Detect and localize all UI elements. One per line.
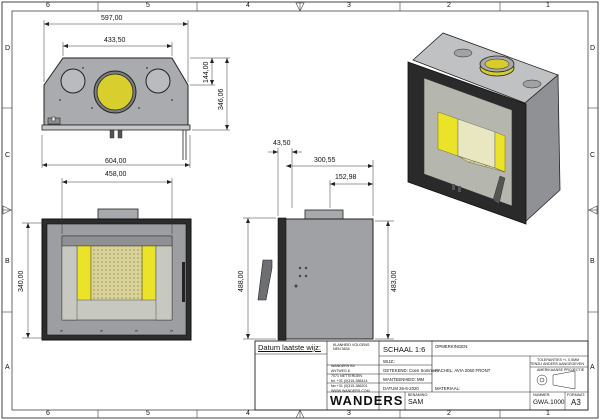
title-block bbox=[254, 340, 589, 411]
dimension-label: 597,00 bbox=[101, 15, 123, 22]
dimension-label: 144,00 bbox=[203, 61, 210, 83]
getekend-label: GETEKEND: Coen Sommers bbox=[383, 368, 439, 373]
dimension-label: 43,50 bbox=[273, 140, 291, 147]
opmerkingen-label: OPMERKINGEN: bbox=[435, 344, 469, 349]
dimension-label: 346,06 bbox=[218, 88, 225, 110]
company-line: fax +31 (0)315-386201 bbox=[331, 384, 368, 388]
front-firebox-right bbox=[141, 245, 157, 301]
materiaal-label: MATERIAAL: bbox=[435, 386, 461, 391]
iso-fire-left bbox=[437, 111, 459, 157]
zone-letter: D bbox=[590, 45, 596, 52]
front-handle bbox=[182, 262, 185, 302]
wijz-label: WIJZ.: bbox=[383, 359, 396, 364]
zone-number: 4 bbox=[246, 410, 250, 417]
zone-letter: A bbox=[590, 364, 595, 371]
top-view-rail bbox=[41, 124, 191, 131]
top-opening-left bbox=[60, 68, 86, 94]
dimension-label: 458,00 bbox=[105, 171, 127, 178]
zone-number: 1 bbox=[546, 410, 550, 417]
side-view bbox=[243, 148, 394, 341]
wanders-logo: WANDERS bbox=[330, 393, 404, 408]
flue-collar-inner bbox=[96, 73, 134, 111]
dimension-label: 300,55 bbox=[314, 157, 336, 164]
dimension-label: 604,00 bbox=[105, 158, 127, 165]
formaat-value: A3 bbox=[571, 398, 581, 407]
dimension-label: 488,00 bbox=[238, 270, 245, 292]
zone-number: 6 bbox=[46, 410, 50, 417]
scale-label: SCHAAL 1:6 bbox=[383, 345, 426, 354]
top-opening-right bbox=[145, 68, 171, 94]
side-handle bbox=[257, 259, 273, 301]
projection-label: AMERIKAANSE PROJECTIE bbox=[537, 368, 585, 372]
formaat-label: FORMAAT: bbox=[567, 393, 585, 397]
dimension-label: 433,50 bbox=[104, 37, 126, 44]
company-line: ANTWEG 8 bbox=[331, 369, 350, 373]
company-line: WWW.WANDERS.COM bbox=[331, 389, 370, 393]
front-side-left bbox=[61, 245, 78, 321]
benaming-value: SAM bbox=[408, 399, 424, 406]
top-view bbox=[41, 20, 230, 168]
dimension-label: 340,00 bbox=[18, 270, 25, 292]
side-front-plate bbox=[277, 217, 287, 341]
nummer-value: GWA.1000 bbox=[533, 399, 565, 406]
benaming-label: BENAMING: bbox=[408, 393, 429, 397]
zone-number: 5 bbox=[146, 2, 150, 9]
kachel-label: KACHEL: AVIA 2060 FRONT bbox=[435, 368, 491, 373]
zone-number: 3 bbox=[347, 410, 351, 417]
side-body bbox=[284, 218, 374, 340]
front-firebox-left bbox=[76, 245, 92, 301]
top-view-bracket-2 bbox=[51, 116, 56, 122]
nummer-label: NUMMER: bbox=[533, 393, 551, 397]
zone-letter: D bbox=[5, 45, 11, 52]
zone-letter: A bbox=[5, 364, 10, 371]
front-top-baffle bbox=[61, 235, 173, 247]
iso-handle bbox=[492, 175, 506, 205]
zone-letter: C bbox=[5, 152, 11, 159]
zone-letter: B bbox=[590, 258, 595, 265]
iso-top-hole-1 bbox=[453, 48, 473, 58]
dimension-label: 152,98 bbox=[335, 174, 357, 181]
zone-number: 4 bbox=[246, 2, 250, 9]
front-side-right bbox=[155, 245, 173, 321]
wanteenheid-label: WANTEENHEID: MM bbox=[383, 377, 425, 382]
zone-number: 3 bbox=[347, 2, 351, 9]
zone-number: 2 bbox=[447, 410, 451, 417]
zone-letter: B bbox=[5, 258, 10, 265]
dimension-label: 483,00 bbox=[391, 270, 398, 292]
front-firebox-back bbox=[90, 245, 143, 301]
zone-number: 1 bbox=[546, 2, 550, 9]
front-view bbox=[22, 178, 192, 341]
tolerance-label: TOLERANTIES +/- 0,5MM bbox=[537, 358, 580, 362]
iso-fire-right bbox=[494, 131, 506, 173]
company-note: KLANHEID VOLGENS NEN 3634 bbox=[333, 343, 370, 351]
zone-letter: C bbox=[590, 152, 596, 159]
company-line: 7071 NETTERDEN bbox=[331, 374, 362, 378]
zone-number: 6 bbox=[46, 2, 50, 9]
company-line: WANDERS BV bbox=[331, 364, 356, 368]
iso-top-hole-2 bbox=[522, 79, 542, 89]
datum-value: DATUM 26-6-2020 bbox=[383, 386, 419, 391]
tolerance-note: TENZIJ ANDERS AANGEGEVEN bbox=[530, 362, 584, 366]
datum-label: Datum laatste wijz: bbox=[258, 343, 321, 352]
company-line: tel. +31 (0)315-386414 bbox=[331, 379, 368, 383]
front-flue bbox=[97, 208, 139, 221]
zone-number: 5 bbox=[146, 410, 150, 417]
zone-number: 2 bbox=[447, 2, 451, 9]
isometric-view bbox=[407, 32, 561, 225]
